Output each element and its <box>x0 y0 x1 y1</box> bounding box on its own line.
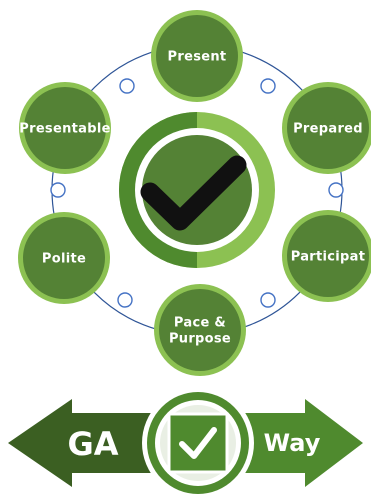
node-pace-purpose: Pace &Purpose <box>154 284 246 376</box>
node-label: Present <box>168 50 227 65</box>
node-disc <box>156 15 238 97</box>
node-label: Prepared <box>293 122 363 137</box>
node-participate: Participat <box>282 210 371 302</box>
node-label: Presentable <box>19 122 110 137</box>
left-arrow <box>8 399 190 487</box>
node-disc <box>23 217 105 299</box>
checkbox-tick <box>179 427 217 459</box>
connector-dot <box>117 292 133 308</box>
ga-way-banner: GA Way <box>8 387 363 494</box>
node-polite: Polite <box>18 212 110 304</box>
node-label: Polite <box>42 252 86 267</box>
node-label: Purpose <box>169 332 231 347</box>
banner-right-label: Way <box>264 429 321 457</box>
node-disc <box>287 215 369 297</box>
node-label: Participat <box>291 250 366 265</box>
checkmark-icon <box>140 155 247 231</box>
connector-dot <box>119 78 135 94</box>
node-present: Present <box>151 10 243 102</box>
banner-left-label: GA <box>67 425 118 463</box>
connector-dot <box>328 182 344 198</box>
node-prepared: Prepared <box>282 82 371 174</box>
checkbox-check-icon <box>167 412 229 474</box>
node-disc <box>159 289 241 371</box>
node-disc <box>24 87 106 169</box>
center-badge <box>119 112 275 268</box>
node-presentable: Presentable <box>19 82 111 174</box>
connector-dot <box>260 78 276 94</box>
connector-dot <box>260 292 276 308</box>
connector-dots <box>50 78 344 308</box>
node-disc <box>287 87 369 169</box>
connector-dot <box>50 182 66 198</box>
node-label: Pace & <box>174 316 226 331</box>
